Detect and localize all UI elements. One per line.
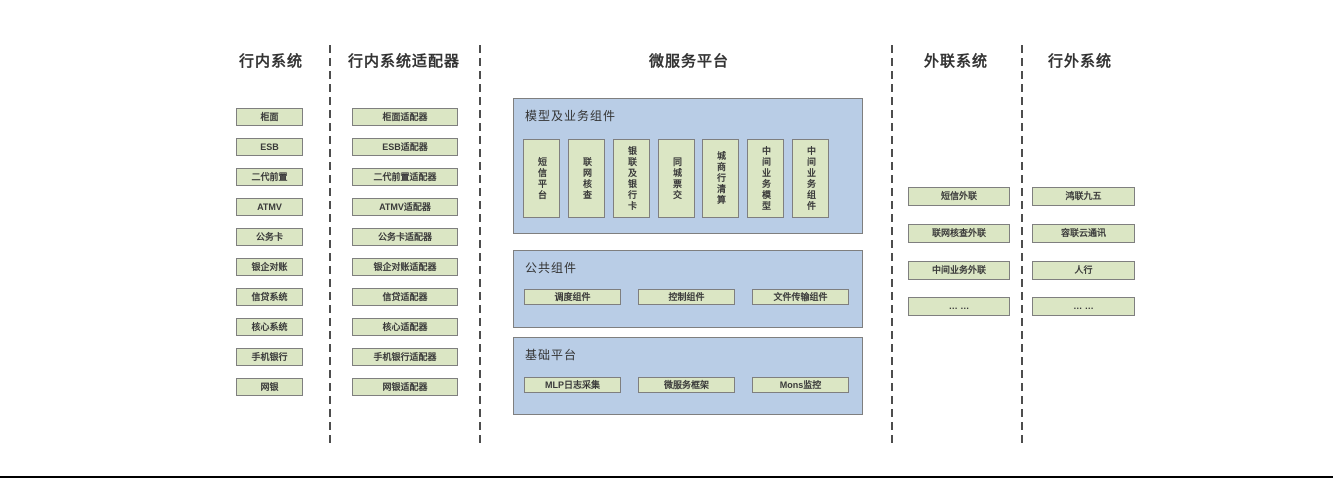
adapter-box: ESB适配器	[352, 138, 458, 156]
component-box: 中间业务组件	[792, 139, 829, 218]
column-separator	[479, 45, 481, 443]
system-box: 信贷系统	[236, 288, 303, 306]
adapter-box: 柜面适配器	[352, 108, 458, 126]
component-box: 调度组件	[524, 289, 621, 305]
adapter-box: 信贷适配器	[352, 288, 458, 306]
column-separator	[1021, 45, 1023, 443]
column-header-internal-systems: 行内系统	[238, 53, 303, 70]
system-box: 手机银行	[236, 348, 303, 366]
component-box: 同城票交	[658, 139, 695, 218]
panel-title: 模型及业务组件	[525, 109, 617, 123]
panel-base-platform: 基础平台 MLP日志采集 微服务框架 Mons监控	[513, 337, 863, 415]
component-box: 控制组件	[638, 289, 735, 305]
system-box: 核心系统	[236, 318, 303, 336]
external-link-box: 短信外联	[908, 187, 1010, 206]
column-separator	[329, 45, 331, 443]
outside-system-box: … …	[1032, 297, 1135, 316]
external-link-box: 中间业务外联	[908, 261, 1010, 280]
column-header-outside-bank-systems: 行外系统	[1047, 53, 1112, 70]
adapter-box: ATMV适配器	[352, 198, 458, 216]
component-box: Mons监控	[752, 377, 849, 393]
component-box: 银联及银行卡	[613, 139, 650, 218]
component-box: 文件传输组件	[752, 289, 849, 305]
component-box: 短信平台	[523, 139, 560, 218]
component-box: MLP日志采集	[524, 377, 621, 393]
outside-system-box: 鸿联九五	[1032, 187, 1135, 206]
system-box: ATMV	[236, 198, 303, 216]
outside-system-box: 容联云通讯	[1032, 224, 1135, 243]
system-box: 银企对账	[236, 258, 303, 276]
system-box: 二代前置	[236, 168, 303, 186]
panel-title: 基础平台	[525, 348, 578, 362]
adapter-box: 银企对账适配器	[352, 258, 458, 276]
adapter-box: 二代前置适配器	[352, 168, 458, 186]
system-box: 网银	[236, 378, 303, 396]
column-separator	[891, 45, 893, 443]
system-box: 公务卡	[236, 228, 303, 246]
adapter-box: 公务卡适配器	[352, 228, 458, 246]
component-box: 联网核查	[568, 139, 605, 218]
column-header-external-link-systems: 外联系统	[923, 53, 988, 70]
adapter-box: 网银适配器	[352, 378, 458, 396]
adapter-box: 核心适配器	[352, 318, 458, 336]
panel-model-business-components: 模型及业务组件 短信平台 联网核查 银联及银行卡 同城票交 城商行清算 中间业务…	[513, 98, 863, 234]
component-box: 城商行清算	[702, 139, 739, 218]
external-link-box: … …	[908, 297, 1010, 316]
adapter-box: 手机银行适配器	[352, 348, 458, 366]
component-box: 中间业务模型	[747, 139, 784, 218]
component-box: 微服务框架	[638, 377, 735, 393]
system-box: 柜面	[236, 108, 303, 126]
bottom-divider	[0, 476, 1333, 478]
external-link-box: 联网核查外联	[908, 224, 1010, 243]
column-header-microservice-platform: 微服务平台	[648, 53, 729, 70]
panel-title: 公共组件	[525, 261, 578, 275]
system-box: ESB	[236, 138, 303, 156]
column-header-internal-system-adapters: 行内系统适配器	[347, 53, 460, 70]
panel-common-components: 公共组件 调度组件 控制组件 文件传输组件	[513, 250, 863, 328]
outside-system-box: 人行	[1032, 261, 1135, 280]
